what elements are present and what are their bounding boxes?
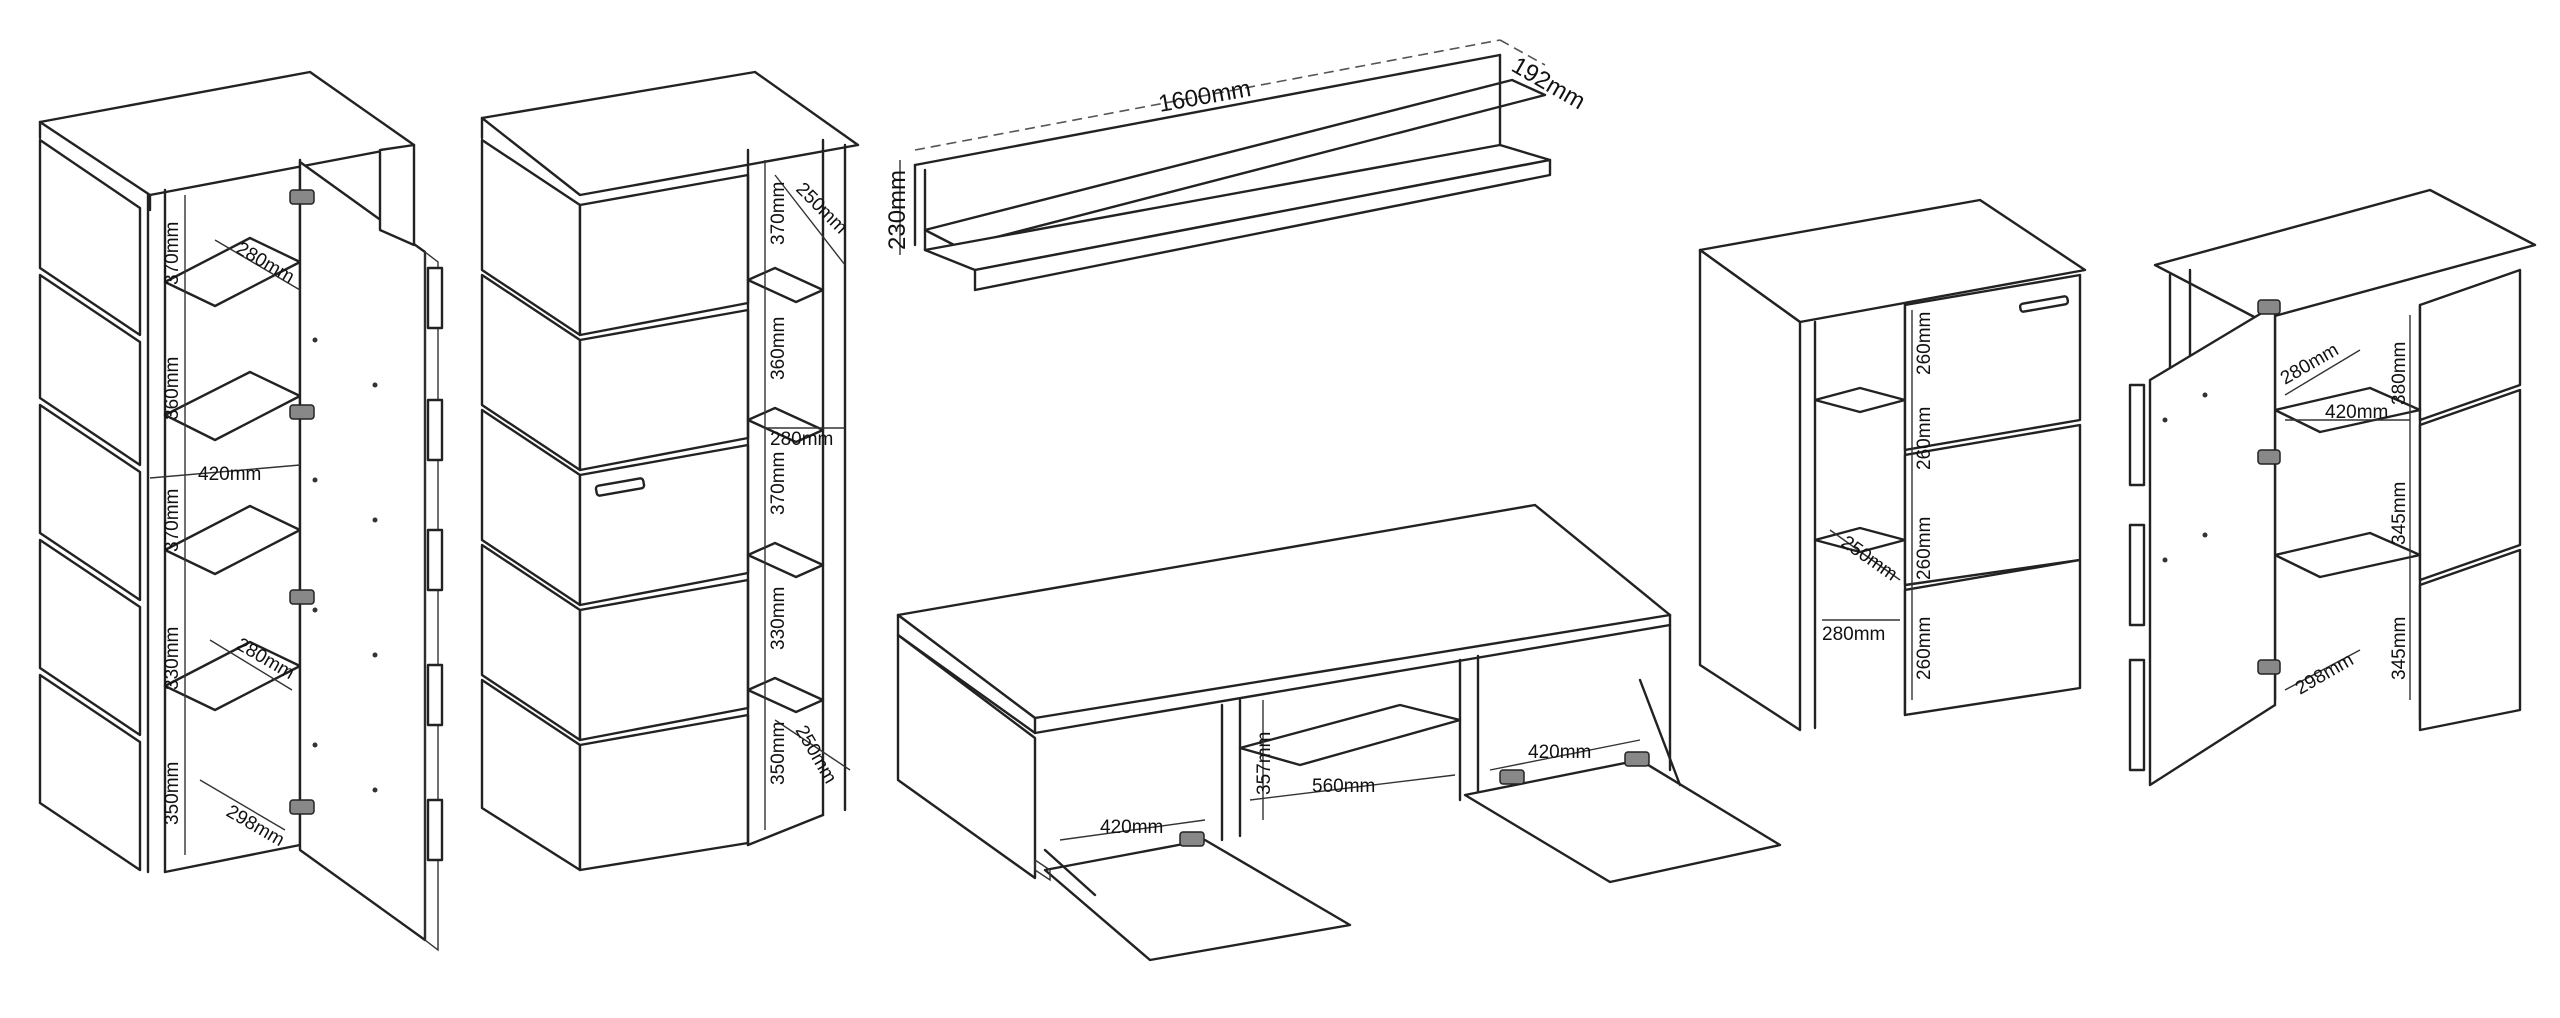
cab1-top [38,70,416,197]
cab4-door [2148,303,2277,787]
dim-label: 260mm [1914,407,1935,470]
hinge-icon [2257,299,2281,315]
dim-label: 420mm [2325,402,2388,423]
dim-label: 370mm [162,222,183,285]
tv-stand: 420mm 560mm 420mm 357mm [896,503,1782,962]
dim-label: 560mm [1312,776,1375,797]
dim-label: 280mm [770,429,833,450]
hinge-icon [2257,659,2281,675]
cab3-side [1698,248,1802,732]
dim-label: 345mm [2389,617,2410,680]
tv-flap-right [1463,758,1782,884]
tall-cabinet-open-door: 370mm 360mm 370mm 330mm 350mm 280mm 280m… [38,70,444,952]
hinge-icon [289,799,315,815]
dim-label: 350mm [768,722,789,785]
wall-shelf: 1600mm 192mm 230mm [884,39,1590,292]
cab4-side-2 [2418,388,2522,582]
dim-label: 420mm [198,464,261,485]
dim-label: 298mm [2292,649,2357,699]
dim-label: 360mm [162,357,183,420]
hinge-icon [289,589,315,605]
dim-label: 280mm [1822,624,1885,645]
hinge-icon [289,189,315,205]
medium-cabinet-open-door: 380mm 345mm 345mm 280mm 420mm 298mm [2128,188,2537,787]
cab2-drawer-1 [578,173,750,337]
dim-label: 420mm [1100,817,1163,838]
cab2-drawer-4 [578,578,750,742]
dim-label: 380mm [2389,342,2410,405]
cab3-drawer-3 [1903,558,2082,717]
dim-label: 370mm [768,182,789,245]
cab2-drawer-5 [578,713,750,872]
cab1-block-5 [38,673,142,872]
cab1-block-3 [38,403,142,602]
cab4-top [2153,188,2537,322]
dim-label: 330mm [162,627,183,690]
dim-label: 260mm [1914,517,1935,580]
drawer-handle-icon [594,477,646,497]
cab1-block-1 [38,138,142,337]
dim-label: 370mm [162,489,183,552]
cab3-drawer-1 [1903,273,2082,452]
medium-cabinet-drawers: 260mm 260mm 260mm 260mm 250mm 280mm [1698,198,2087,732]
dim-label: 280mm [2277,339,2342,389]
dim-label: 330mm [768,587,789,650]
tv-side [896,633,1037,880]
dim-label: 250mm [791,722,841,787]
cab4-side-3 [2418,548,2522,732]
dim-label: 260mm [1914,312,1935,375]
dim-label: 420mm [1528,742,1591,763]
shelf-top-edge [923,78,1547,249]
dim-label: 298mm [223,801,288,851]
dim-label: 345mm [2389,482,2410,545]
cab2-drawer-3 [578,443,750,607]
dim-label: 350mm [162,762,183,825]
tv-top [896,503,1672,720]
hinge-icon [1624,751,1650,767]
dim-label: 360mm [768,317,789,380]
cab1-door [298,160,427,942]
hinge-icon [1499,769,1525,785]
cab2-drawer-2 [578,308,750,472]
cab1-block-2 [38,273,142,467]
hinge-icon [1179,831,1205,847]
dim-label: 370mm [768,452,789,515]
hinge-icon [2257,449,2281,465]
dim-label: 357mm [1254,732,1275,795]
cab4-side-1 [2418,268,2522,422]
hinge-icon [289,404,315,420]
tall-cabinet-drawers: 370mm 360mm 370mm 330mm 350mm 250mm 280m… [480,70,860,872]
cab2-top [480,70,860,197]
cab1-back-post [378,143,416,247]
dim-label: 260mm [1914,617,1935,680]
dim-label: 230mm [884,170,911,250]
tv-flap-left [1043,838,1352,962]
cab1-block-4 [38,538,142,737]
drawer-handle-icon [2018,295,2070,313]
